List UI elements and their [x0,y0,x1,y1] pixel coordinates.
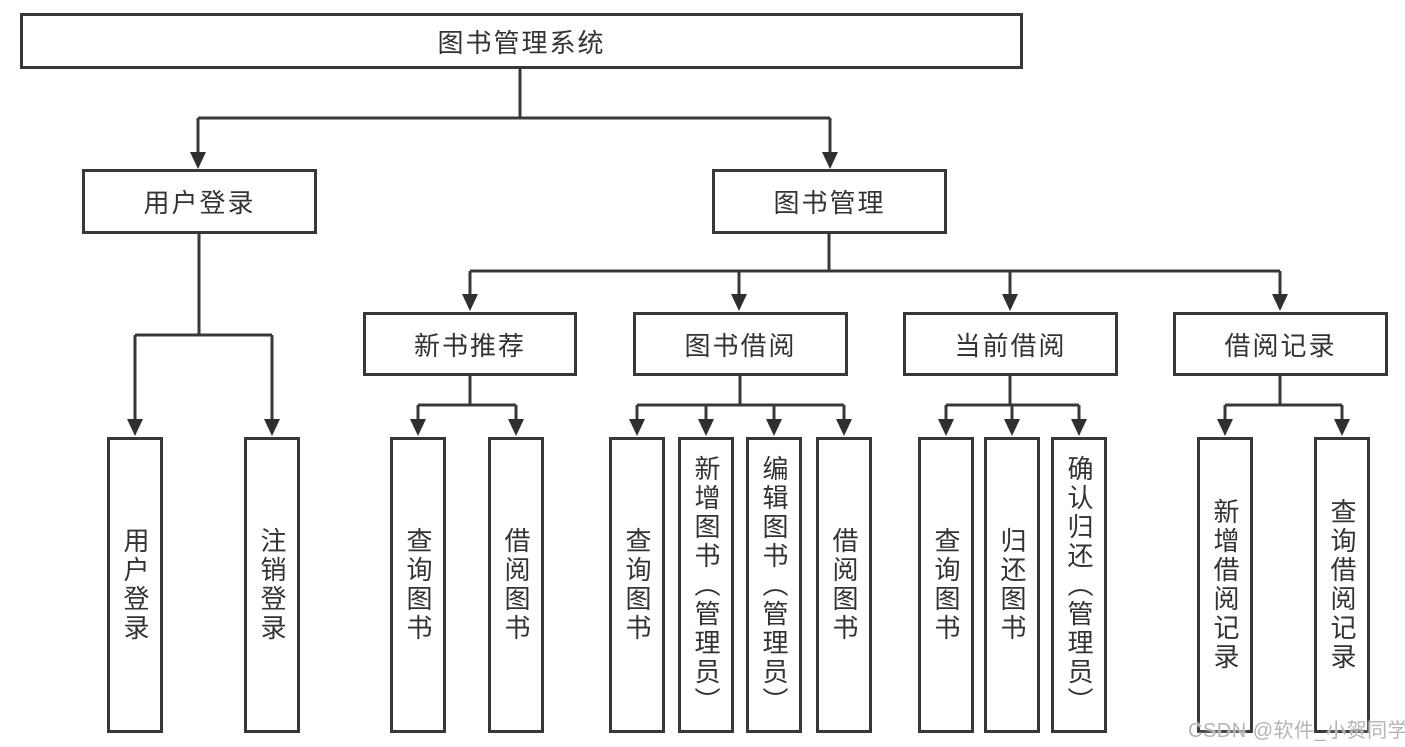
watermark: CSDN @软件_小贺同学 [1188,720,1405,742]
leaf-current-query-books: 查询图书 [918,437,974,733]
leaf-records-query-borrow-record: 查询借阅记录 [1314,437,1370,733]
node-library-management-system: 图书管理系统 [20,13,1023,69]
node-borrowing-records: 借阅记录 [1173,312,1388,376]
leaf-current-confirm-return-admin: 确认归还（管理员） [1051,437,1107,733]
node-book-management: 图书管理 [712,169,947,234]
arrowhead-icons [127,152,1350,436]
leaf-borrowing-query-books: 查询图书 [609,437,665,733]
leaf-borrowing-edit-books-admin: 编辑图书（管理员） [746,437,802,733]
leaf-user-login: 用户登录 [107,437,163,733]
node-book-borrowing: 图书借阅 [633,312,848,376]
leaf-records-add-borrow-record: 新增借阅记录 [1197,437,1253,733]
leaf-borrowing-add-books-admin: 新增图书（管理员） [678,437,734,733]
leaf-recommend-borrow-books: 借阅图书 [488,437,544,733]
node-current-borrowing: 当前借阅 [903,312,1118,376]
leaf-logout: 注销登录 [244,437,300,733]
leaf-borrowing-borrow-books: 借阅图书 [816,437,872,733]
node-new-book-recommend: 新书推荐 [363,312,577,376]
leaf-recommend-query-books: 查询图书 [390,437,446,733]
leaf-current-return-books: 归还图书 [984,437,1040,733]
node-user-login: 用户登录 [82,169,317,234]
